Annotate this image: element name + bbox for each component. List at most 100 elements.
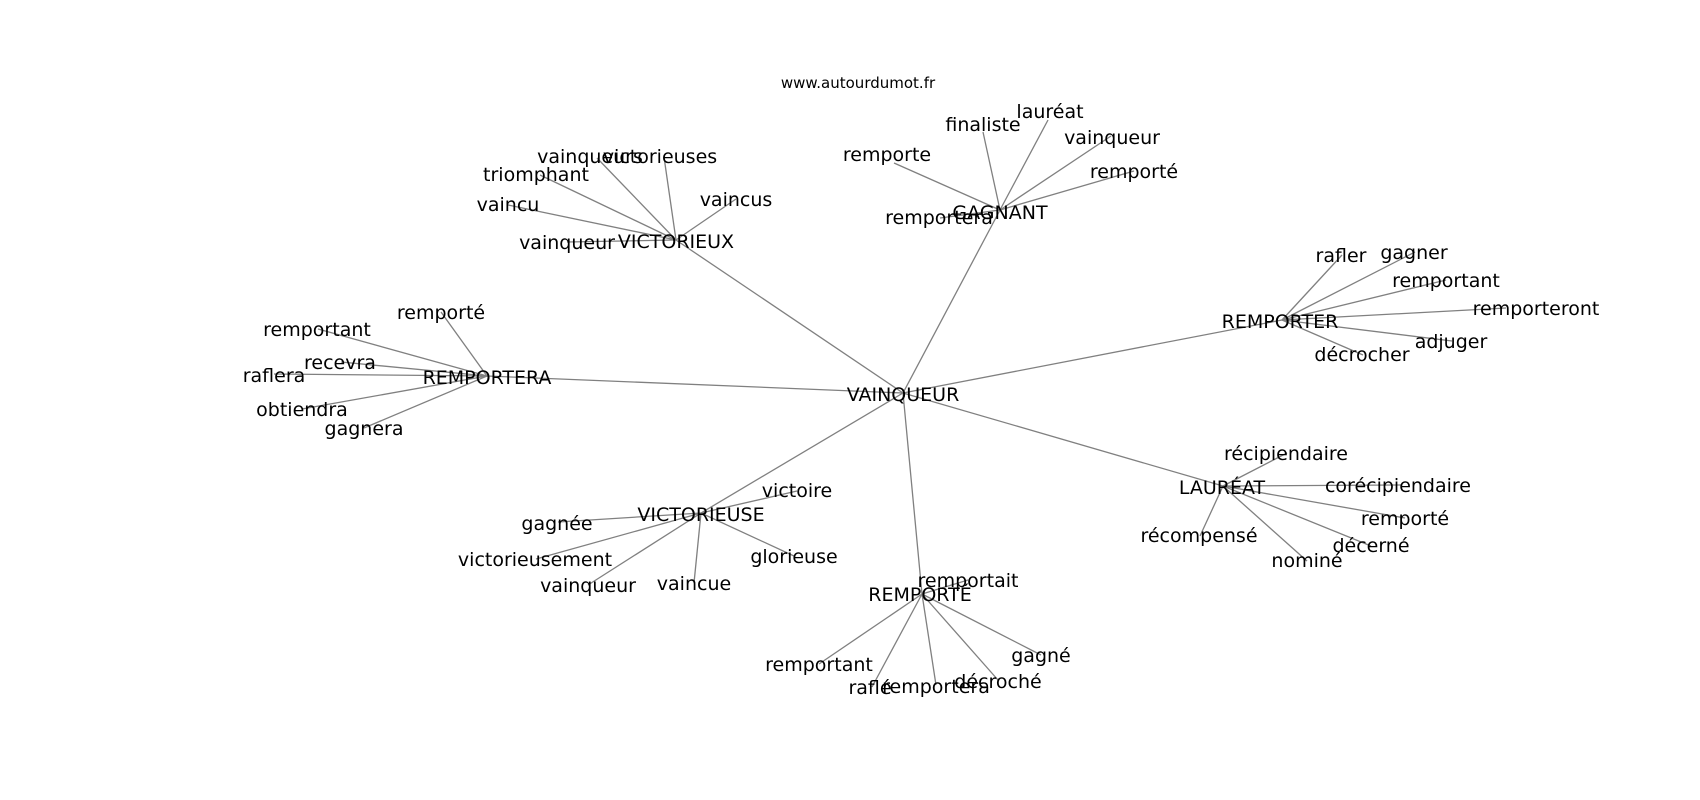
graph-edge	[675, 198, 737, 241]
leaf-word-node[interactable]: remporte	[843, 144, 931, 166]
graph-edge	[1222, 485, 1308, 562]
leaf-word-node[interactable]: victorieusement	[458, 549, 612, 571]
leaf-word-node[interactable]: décroché	[954, 671, 1041, 693]
graph-edge	[340, 361, 488, 377]
graph-edge	[317, 328, 488, 377]
leaf-word-node[interactable]: vainqueur	[519, 232, 615, 254]
leaf-word-node[interactable]: remporté	[1361, 508, 1449, 530]
leaf-word-node[interactable]: rafler	[1316, 245, 1367, 267]
leaf-word-node[interactable]: finaliste	[945, 114, 1020, 136]
graph-edge	[921, 579, 969, 595]
graph-edge	[700, 490, 798, 514]
leaf-word-node[interactable]: corécipiendaire	[1325, 475, 1471, 497]
graph-edge	[539, 174, 677, 241]
leaf-word-node[interactable]: décrocher	[1314, 344, 1409, 366]
leaf-word-node[interactable]: vaincue	[657, 573, 731, 595]
leaf-word-node[interactable]: remportant	[765, 654, 873, 676]
graph-edge	[1281, 254, 1343, 321]
leaf-word-node[interactable]: raflera	[243, 365, 306, 387]
leaf-word-node[interactable]: raflé	[848, 677, 891, 699]
leaf-word-node[interactable]: vaincu	[477, 194, 540, 216]
leaf-word-node[interactable]: adjuger	[1415, 331, 1488, 353]
graph-edge	[921, 593, 999, 681]
graph-edge	[999, 135, 1112, 211]
graph-edge	[700, 392, 904, 514]
graph-edge	[1222, 484, 1402, 487]
graph-edge	[1281, 319, 1453, 342]
graph-edge	[921, 593, 1042, 656]
hub-word-node[interactable]: REMPORTERA	[423, 367, 552, 389]
leaf-word-node[interactable]: gagnera	[325, 418, 404, 440]
hub-word-node[interactable]: GAGNANT	[952, 202, 1048, 224]
graph-edge	[1281, 279, 1447, 321]
graph-edge	[999, 170, 1135, 211]
graph-edge	[700, 512, 795, 557]
graph-edge	[1222, 485, 1372, 547]
hub-word-node[interactable]: VICTORIEUX	[618, 231, 734, 253]
graph-edge	[1281, 319, 1364, 356]
leaf-word-node[interactable]: gagnée	[521, 513, 592, 535]
leaf-word-node[interactable]: recevra	[304, 352, 376, 374]
hub-word-node[interactable]: LAURÉAT	[1179, 476, 1266, 499]
graph-edge	[939, 209, 1001, 219]
graph-edge	[675, 239, 904, 394]
graph-edge	[535, 512, 702, 560]
leaf-word-node[interactable]: remportant	[1392, 270, 1500, 292]
leaf-word-node[interactable]: glorieuse	[750, 546, 837, 568]
leaf-word-node[interactable]: remportait	[918, 570, 1019, 592]
leaf-word-node[interactable]: décerné	[1332, 535, 1409, 557]
graph-edge	[1281, 251, 1416, 321]
leaf-word-node[interactable]: vainqueur	[540, 575, 636, 597]
leaf-word-node[interactable]: remporteront	[1473, 298, 1600, 320]
leaf-word-node[interactable]: victorieuses	[603, 146, 717, 168]
leaf-word-node[interactable]: victoire	[762, 480, 832, 502]
leaf-word-node[interactable]: triomphant	[483, 164, 589, 186]
graph-edge	[596, 157, 677, 241]
graph-edge	[273, 373, 488, 377]
leaf-word-node[interactable]: remportera	[885, 207, 993, 229]
leaf-word-node[interactable]: remportera	[882, 676, 990, 698]
leaf-word-node[interactable]: obtiendra	[256, 399, 348, 421]
graph-edge	[507, 204, 677, 241]
leaf-word-node[interactable]: vaincus	[700, 189, 773, 211]
graph-edge	[902, 392, 1224, 487]
leaf-word-node[interactable]: vainqueur	[1064, 127, 1160, 149]
graph-edge	[301, 375, 488, 410]
graph-edge	[982, 131, 1001, 211]
graph-edge	[1222, 452, 1288, 487]
graph-edge	[1199, 485, 1224, 537]
graph-edge	[921, 593, 937, 686]
graph-edge	[486, 375, 904, 394]
graph-edge	[1281, 307, 1507, 321]
graph-edge	[663, 156, 677, 241]
leaf-word-node[interactable]: gagné	[1011, 645, 1071, 667]
leaf-word-node[interactable]: remportant	[263, 319, 371, 341]
graph-edge	[871, 593, 923, 688]
graph-edge	[999, 119, 1049, 211]
leaf-word-node[interactable]: récipiendaire	[1224, 443, 1348, 465]
graph-edge	[902, 209, 1001, 394]
leaf-word-node[interactable]: lauréat	[1016, 101, 1083, 123]
graph-edge	[693, 512, 702, 584]
leaf-word-node[interactable]: remporté	[397, 302, 485, 324]
graph-edge	[893, 162, 1001, 211]
source-site-label: www.autourdumot.fr	[781, 74, 936, 92]
leaf-word-node[interactable]: remporté	[1090, 161, 1178, 183]
graph-edges	[273, 119, 1507, 688]
leaf-word-node[interactable]: récompensé	[1140, 525, 1257, 547]
graph-edge	[818, 593, 923, 665]
leaf-word-node[interactable]: gagner	[1380, 242, 1447, 264]
hub-word-node[interactable]: REMPORTER	[1222, 311, 1339, 333]
graph-edge	[902, 392, 923, 595]
graph-edge	[1222, 485, 1406, 519]
leaf-word-node[interactable]: nominé	[1271, 550, 1342, 572]
graph-edge	[363, 375, 488, 429]
hub-word-node[interactable]: VICTORIEUSE	[637, 504, 764, 526]
hub-word-node[interactable]: REMPORTÉ	[868, 583, 971, 606]
graph-edge	[587, 512, 702, 586]
graph-edge	[902, 319, 1283, 394]
leaf-word-node[interactable]: vainqueurs	[537, 146, 643, 168]
center-word-node[interactable]: VAINQUEUR	[847, 384, 960, 406]
